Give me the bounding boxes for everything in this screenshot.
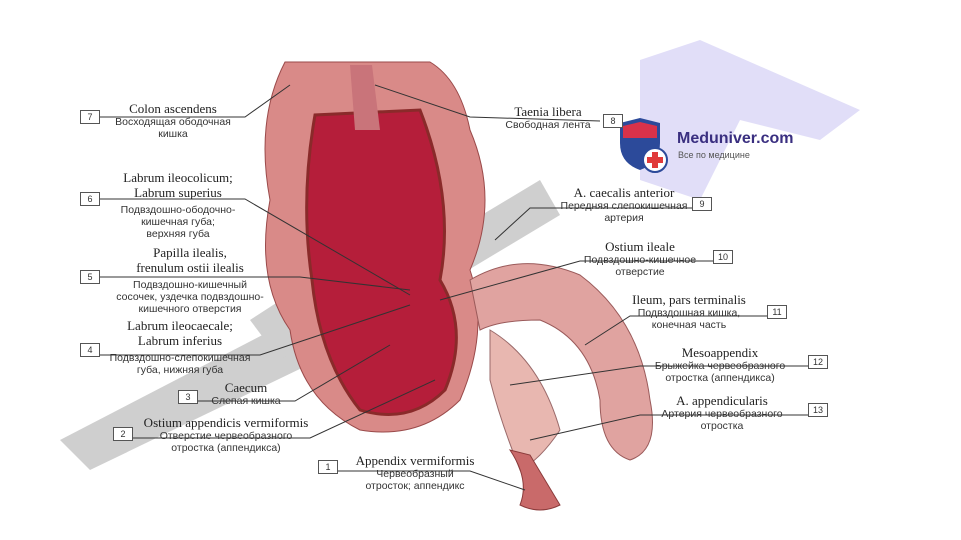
latin-term: Labrum inferius (137, 333, 223, 348)
latin-term: Mesoappendix (681, 345, 759, 360)
label-ileum-pars-terminalis: Ileum, pars terminalis Подвздошная кишка… (632, 292, 746, 331)
label-caecum: Caecum Слепая кишка (211, 380, 280, 407)
russian-term: верхняя губа (146, 228, 210, 240)
label-ostium-appendicis: Ostium appendicis vermiformis Отверстие … (144, 415, 309, 454)
label-number-10: 10 (713, 250, 733, 264)
label-number-2: 2 (113, 427, 133, 441)
label-taenia-libera: Taenia libera Свободная лента (505, 104, 590, 131)
label-number-3: 3 (178, 390, 198, 404)
label-number-9: 9 (692, 197, 712, 211)
label-number-1: 1 (318, 460, 338, 474)
label-ostium-ileale: Ostium ileale Подвздошно-кишечное отверс… (584, 239, 696, 278)
russian-term: Артерия червеобразного (661, 408, 783, 420)
leader-lines (100, 84, 808, 491)
watermark-tagline: Все по медицине (678, 150, 750, 160)
colon-lumen (305, 108, 458, 416)
label-number-5: 5 (80, 270, 100, 284)
label-labrum-ileocolicum: Labrum ileocolicum; Labrum superius Подв… (121, 170, 236, 240)
russian-term: Подвздошно-кишечный (133, 279, 247, 291)
latin-term: frenulum ostii ilealis (136, 260, 244, 275)
russian-term: отросток; аппендикс (365, 480, 465, 492)
latin-term: Ostium ileale (605, 239, 675, 254)
label-number-8: 8 (603, 114, 623, 128)
russian-term: Подвздошно-слепокишечная (109, 352, 251, 364)
russian-term: кишечного отверстия (138, 303, 242, 315)
russian-term: конечная часть (651, 319, 727, 331)
russian-term: артерия (604, 212, 644, 224)
russian-term: сосочек, уздечка подвздошно- (116, 291, 264, 303)
russian-term: Восходящая ободочная (115, 116, 231, 128)
russian-term: отростка (700, 420, 744, 432)
russian-term: Подвздошная кишка, (637, 307, 741, 319)
label-mesoappendix: Mesoappendix Брыжейка червеобразного отр… (655, 345, 785, 384)
mesoappendix (489, 329, 561, 471)
latin-term: Papilla ilealis, (153, 245, 227, 260)
label-number-7: 7 (80, 110, 100, 124)
russian-term: Передняя слепокишечная (560, 200, 688, 212)
ileum (469, 263, 653, 461)
russian-term: Слепая кишка (211, 395, 281, 407)
latin-term: Ileum, pars terminalis (632, 292, 746, 307)
russian-term: губа, нижняя губа (136, 364, 224, 376)
label-appendix-vermiformis: Appendix vermiformis Червеобразный отрос… (356, 453, 475, 492)
appendix (508, 449, 561, 511)
label-number-12: 12 (808, 355, 828, 369)
label-number-6: 6 (80, 192, 100, 206)
latin-term: Ostium appendicis vermiformis (143, 415, 309, 430)
latin-term: A. caecalis anterior (573, 185, 675, 200)
label-papilla-ilealis: Papilla ilealis, frenulum ostii ilealis … (116, 245, 263, 315)
label-labrum-ileocaecale: Labrum ileocaecale; Labrum inferius Подв… (110, 318, 251, 376)
label-number-13: 13 (808, 403, 828, 417)
latin-term: Labrum ileocaecale; (127, 318, 233, 333)
russian-term: отверстие (615, 266, 665, 278)
label-number-4: 4 (80, 343, 100, 357)
latin-term: Labrum superius (134, 185, 222, 200)
label-a-appendicularis: A. appendicularis Артерия червеобразного… (661, 393, 782, 432)
latin-term: A. appendicularis (676, 393, 768, 408)
latin-term: Appendix vermiformis (355, 453, 475, 468)
russian-term: отростка (аппендикса) (171, 442, 281, 454)
russian-term: Свободная лента (505, 119, 591, 131)
watermark-brand: Meduniver.com (677, 130, 794, 147)
russian-term: кишечная губа; (141, 216, 215, 228)
latin-term: Taenia libera (514, 104, 582, 119)
russian-term: отростка (аппендикса) (665, 372, 775, 384)
russian-term: Брыжейка червеобразного (654, 360, 786, 372)
russian-term: Подвздошно-кишечное (583, 254, 697, 266)
label-a-caecalis-anterior: A. caecalis anterior Передняя слепокишеч… (561, 185, 688, 224)
latin-term: Colon ascendens (129, 101, 217, 116)
russian-term: Подвздошно-ободочно- (120, 204, 236, 216)
russian-term: Червеобразный (376, 468, 454, 480)
russian-term: Отверстие червеобразного (159, 430, 293, 442)
label-number-11: 11 (767, 305, 787, 319)
latin-term: Caecum (224, 380, 268, 395)
latin-term: Labrum ileocolicum; (123, 170, 233, 185)
meduniver-shield-icon (620, 118, 668, 173)
label-colon-ascendens: Colon ascendens Восходящая ободочная киш… (115, 101, 231, 140)
russian-term: кишка (158, 128, 188, 140)
